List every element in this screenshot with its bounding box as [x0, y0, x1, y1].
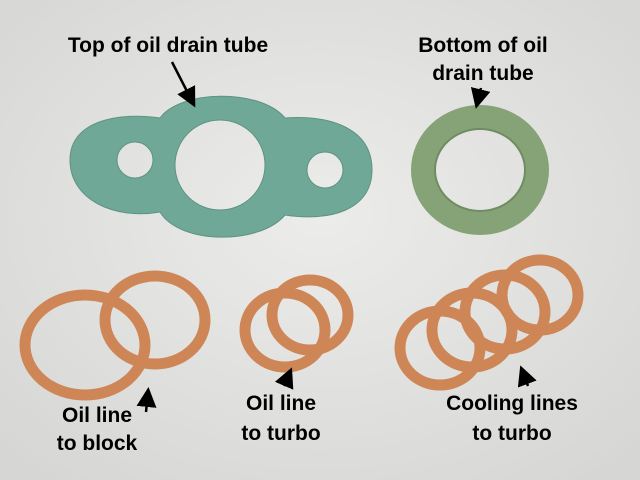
arrows: [136, 61, 537, 413]
label-oil-block-1: Oil line: [62, 404, 132, 427]
arrow-oil-turbo: [274, 367, 294, 390]
label-oil-turbo-1: Oil line: [246, 392, 316, 415]
washer-cooling-1: [394, 305, 486, 391]
copper-washers: [19, 254, 584, 401]
washer-oil-turbo-2: [266, 274, 354, 356]
washer-oil-turbo-1: [239, 287, 331, 373]
washer-oil-block-1: [19, 289, 151, 401]
label-cooling-2: to turbo: [472, 422, 551, 445]
washer-oil-block-2: [99, 270, 211, 370]
label-cooling-1: Cooling lines: [446, 392, 578, 415]
label-bottom-drain-2: drain tube: [432, 62, 534, 85]
label-top-drain: Top of oil drain tube: [68, 34, 268, 57]
label-bottom-drain-1: Bottom of oil: [418, 34, 547, 57]
drain-tube-top-gasket: [69, 95, 373, 238]
arrow-bottom-drain: [470, 87, 491, 109]
label-oil-block-2: to block: [57, 432, 138, 455]
arrow-cooling: [517, 365, 537, 388]
label-oil-turbo-2: to turbo: [241, 422, 320, 445]
drain-tube-bottom-ring: [411, 105, 549, 235]
arrow-top-drain: [170, 61, 196, 108]
arrow-oil-block: [136, 387, 157, 413]
